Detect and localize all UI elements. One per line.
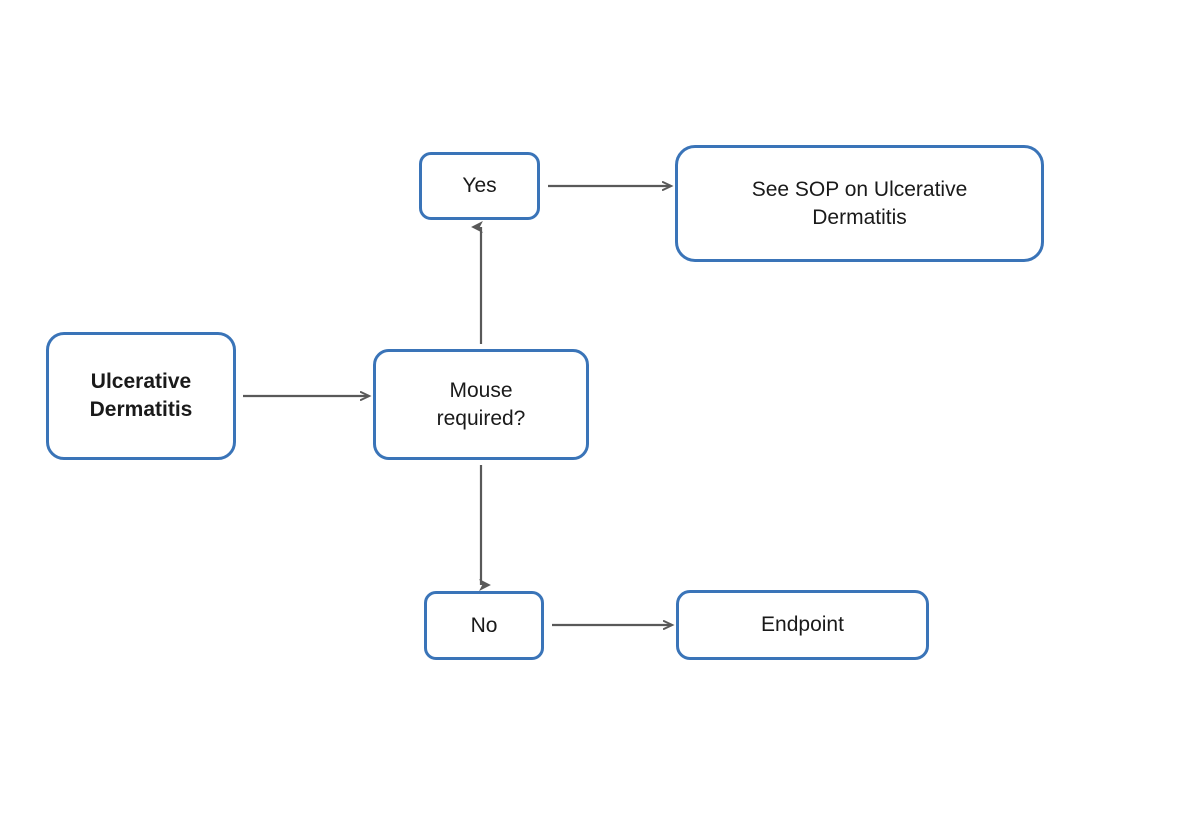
node-no[interactable]: No: [424, 591, 544, 660]
node-endpoint-label: Endpoint: [761, 613, 844, 637]
node-yes[interactable]: Yes: [419, 152, 540, 220]
node-ulcerative-dermatitis[interactable]: Ulcerative Dermatitis: [46, 332, 236, 460]
node-mouse-required[interactable]: Mouse required?: [373, 349, 589, 460]
node-ulcerative-dermatitis-label: Ulcerative Dermatitis: [89, 370, 193, 421]
node-endpoint[interactable]: Endpoint: [676, 590, 929, 660]
node-see-sop-label: See SOP on Ulcerative Dermatitis: [751, 177, 968, 229]
node-no-label: No: [470, 613, 498, 637]
node-mouse-required-label: Mouse required?: [436, 378, 526, 430]
node-yes-label: Yes: [462, 174, 497, 198]
node-see-sop[interactable]: See SOP on Ulcerative Dermatitis: [675, 145, 1044, 262]
